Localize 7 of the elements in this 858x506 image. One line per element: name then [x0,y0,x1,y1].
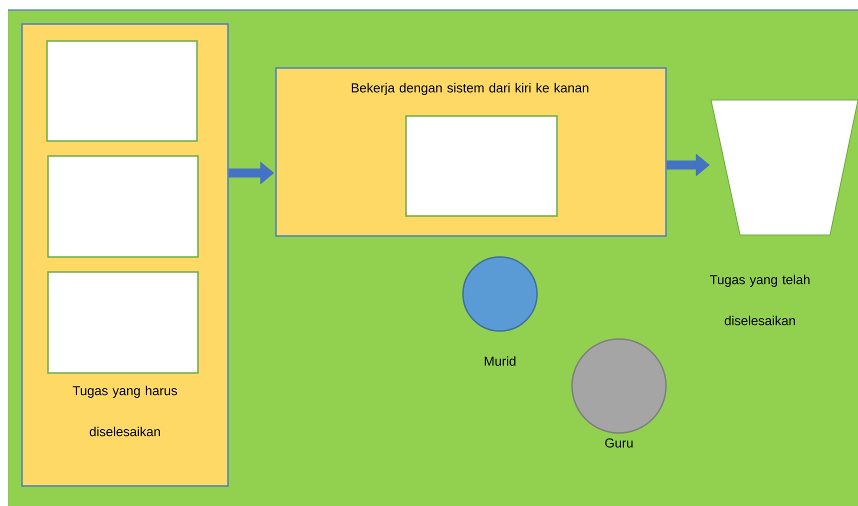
task-box [47,155,199,258]
node-label: Tugas yang telah diselesaikan [710,274,810,326]
task-box [405,115,558,217]
node-label: Murid [484,356,516,366]
task-box [47,271,199,374]
task-box [46,40,198,142]
node-label: Guru [605,438,633,448]
